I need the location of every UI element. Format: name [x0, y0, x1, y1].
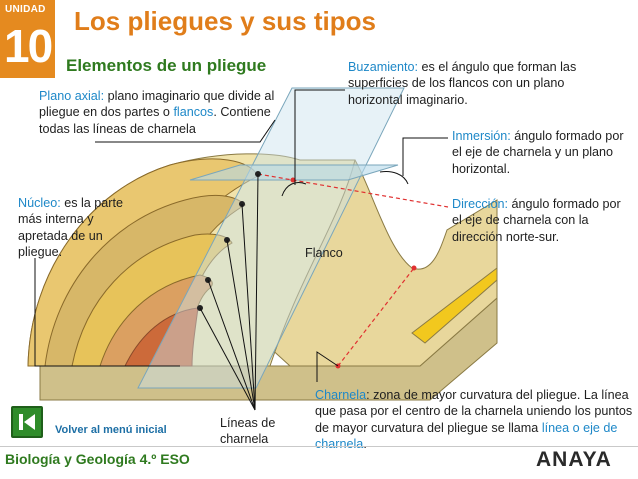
- term-charnela: Charnela: [315, 388, 367, 402]
- hinge-red-point: [290, 177, 296, 183]
- right-stripe: [411, 266, 498, 344]
- annotation-buzamiento: Buzamiento: es el ángulo que forman las …: [348, 60, 577, 107]
- leader-inmersion: [402, 137, 448, 176]
- term-inmersion: Inmersión:: [452, 129, 511, 143]
- page-title: Los pliegues y sus tipos: [74, 6, 376, 36]
- leader-charnela: [316, 351, 339, 382]
- unit-badge: UNIDAD 10: [0, 0, 55, 78]
- term-eje-charnela: línea o eje de charnela: [315, 420, 618, 451]
- leader-buzamiento: [294, 89, 345, 185]
- leader-lineas-5: [199, 307, 256, 411]
- leader-lineas-2: [241, 203, 256, 411]
- label-flanco: Flanco: [305, 246, 343, 260]
- leader-lineas-1: [254, 173, 259, 411]
- hinge-red-point: [411, 265, 417, 271]
- annotation-charnela: Charnela: zona de mayor curvatura del pl…: [315, 388, 633, 451]
- term-plano-axial: Plano axial:: [39, 89, 105, 103]
- section-subtitle: Elementos de un pliegue: [66, 56, 267, 75]
- axial-plane: [137, 87, 405, 389]
- term-buzamiento: Buzamiento:: [348, 60, 419, 74]
- publisher-name: ANAYA: [536, 448, 612, 471]
- label-lineas-charnela: Líneas de charnela: [220, 416, 276, 447]
- leader-plano-axial: [95, 119, 276, 143]
- annotation-plano-axial: Plano axial: plano imaginario que divide…: [39, 89, 275, 136]
- leader-lineas-4: [207, 279, 256, 411]
- course-label: Biología y Geología 4.º ESO: [5, 451, 190, 467]
- term-flancos: flancos: [173, 105, 214, 120]
- back-arrow-icon: [24, 414, 35, 430]
- dip-angle-arc: [281, 182, 307, 197]
- plunge-angle-arc: [379, 171, 409, 185]
- footer-divider: [0, 446, 638, 447]
- annotation-inmersion: Inmersión: ángulo formado por el eje de …: [452, 129, 624, 176]
- annotation-direccion: Dirección: ángulo formado por el eje de …: [452, 197, 621, 244]
- publisher-logo: ANAYA: [536, 448, 612, 472]
- back-button[interactable]: [11, 406, 43, 438]
- annotation-nucleo: Núcleo: es la parte más interna y apreta…: [18, 196, 124, 259]
- unit-label: UNIDAD: [5, 4, 46, 15]
- leader-nucleo: [34, 258, 180, 367]
- back-link[interactable]: Volver al menú inicial: [55, 424, 167, 436]
- term-nucleo: Núcleo:: [18, 196, 61, 210]
- leader-lineas-3: [226, 239, 256, 411]
- back-icon-bar: [19, 414, 23, 430]
- unit-number: 10: [4, 20, 53, 72]
- term-direccion: Dirección:: [452, 197, 508, 211]
